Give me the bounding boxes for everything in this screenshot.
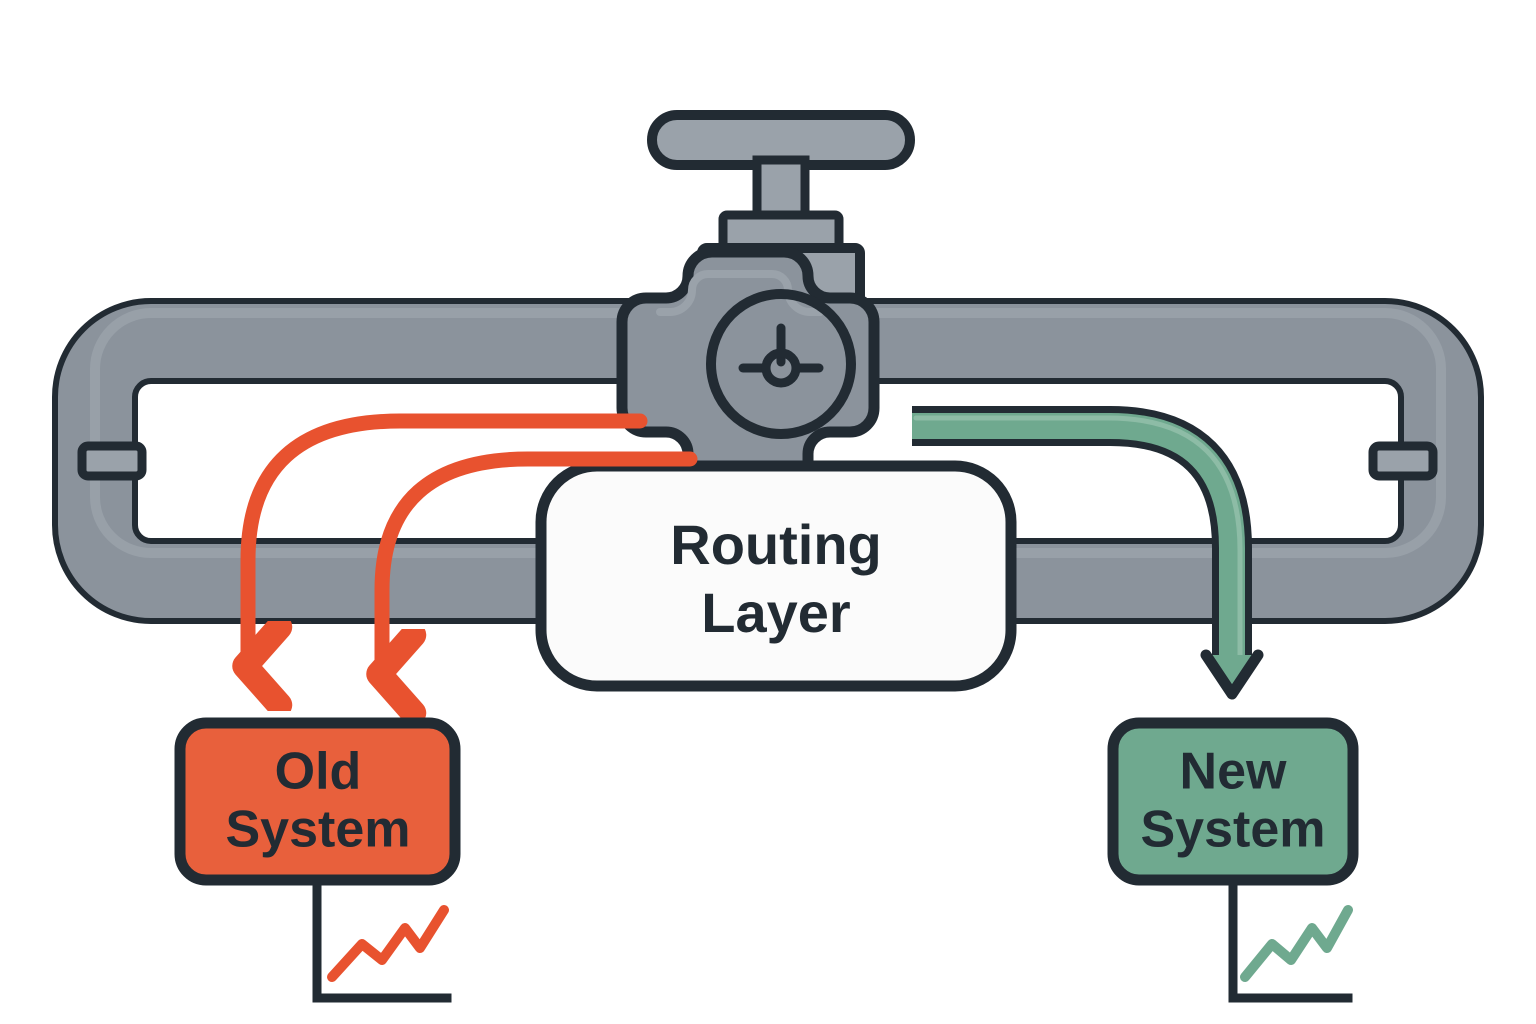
routing-layer-card[interactable]: Routing Layer bbox=[535, 460, 1017, 692]
new-flow-arrowhead bbox=[1200, 649, 1264, 700]
old-system-sparkline bbox=[327, 905, 449, 982]
new-system-chart-axes bbox=[1228, 875, 1353, 1003]
routing-layer-box[interactable] bbox=[535, 460, 1017, 692]
valve-gauge-ring bbox=[706, 289, 856, 439]
new-system-label-line1: New bbox=[1180, 743, 1287, 801]
old-flow-path-2 bbox=[382, 451, 698, 668]
valve-body-highlight bbox=[656, 270, 824, 316]
old-system-label-line2: System bbox=[226, 801, 411, 859]
pipe-flange-right bbox=[1368, 441, 1438, 481]
routing-layer-label-line2: Layer bbox=[701, 581, 850, 644]
flange-right-collar bbox=[1368, 441, 1438, 481]
old-flow-path-1 bbox=[248, 413, 648, 660]
old-system-node[interactable]: Old System bbox=[174, 717, 461, 1003]
pipe-flange-left bbox=[77, 441, 147, 481]
flow-new-system bbox=[912, 406, 1264, 700]
flow-old-system bbox=[248, 413, 698, 668]
new-system-label-line2: System bbox=[1141, 801, 1326, 859]
new-system-sparkline bbox=[1240, 905, 1353, 982]
old-system-label-line1: Old bbox=[275, 743, 362, 801]
old-system-chart-axes bbox=[312, 875, 452, 1003]
new-flow-highlight bbox=[913, 415, 1243, 663]
control-valve[interactable] bbox=[616, 110, 915, 484]
valve-indicator-hub bbox=[761, 348, 801, 388]
new-flow-band bbox=[912, 413, 1245, 668]
new-system-node[interactable]: New System bbox=[1107, 717, 1359, 1003]
routing-layer-label-line1: Routing bbox=[670, 513, 881, 576]
flange-left-collar bbox=[77, 441, 147, 481]
